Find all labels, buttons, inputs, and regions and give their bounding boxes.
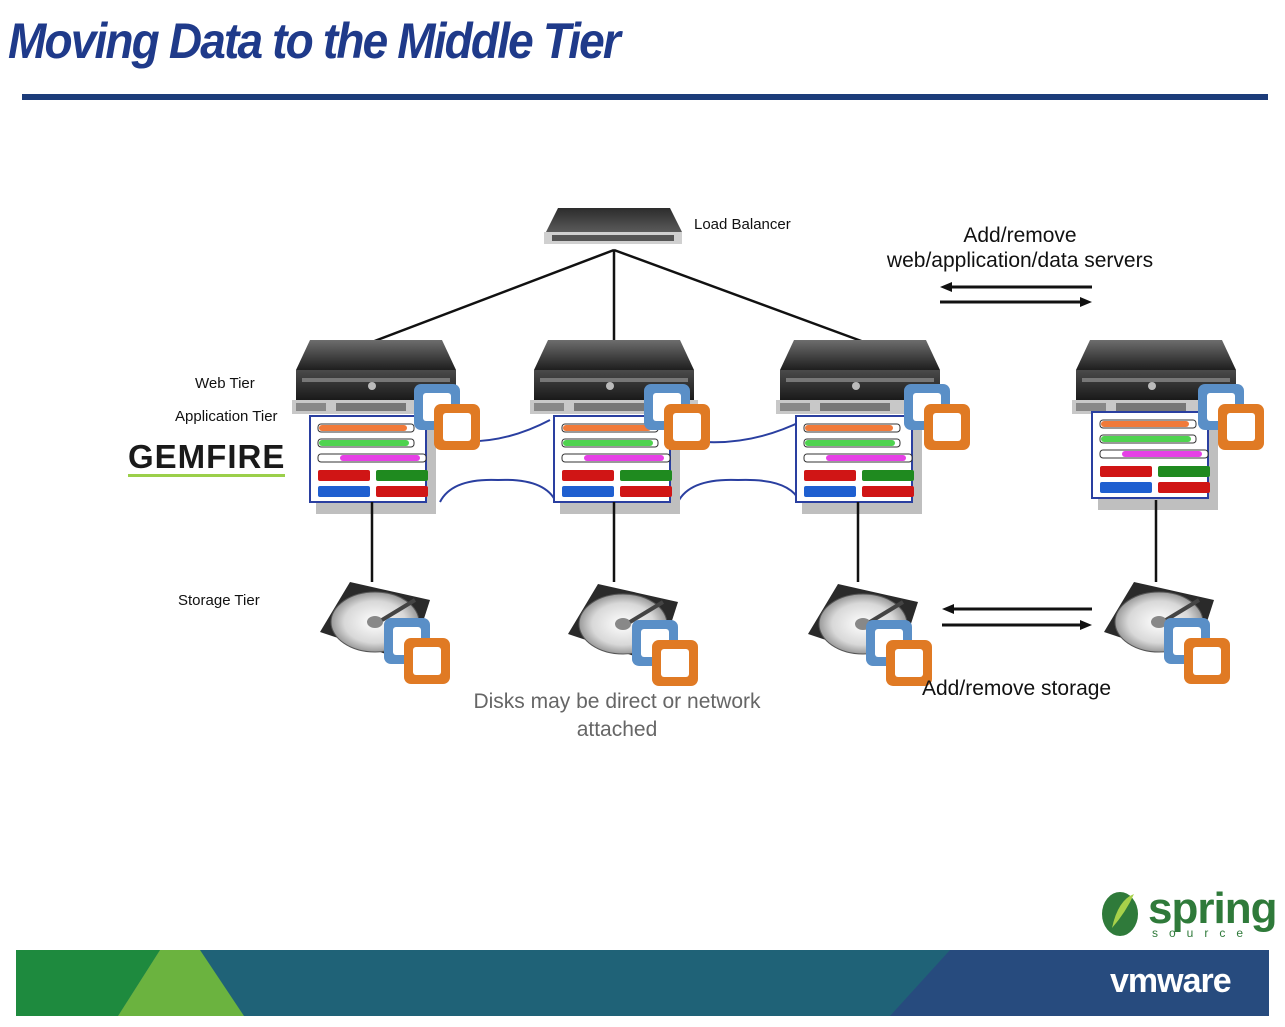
springsource-logo: spring — [1148, 884, 1277, 933]
storage-tier-label: Storage Tier — [178, 592, 260, 609]
add-remove-servers-line1: Add/remove — [963, 224, 1077, 247]
vmware-logo: vmware — [1110, 962, 1232, 1000]
app-cache-panel — [795, 415, 923, 515]
disks-note-line1: Disks may be direct or network — [473, 690, 761, 713]
load-balancer-icon — [544, 208, 682, 244]
footer-band — [16, 950, 1269, 1016]
load-balancer-links — [371, 248, 865, 344]
disks-note: Disks may be direct or network attached — [460, 688, 774, 744]
add-remove-storage-arrows — [942, 604, 1092, 630]
gemfire-logo: GEMFIRE — [128, 438, 286, 477]
app-cache-panel — [309, 415, 437, 515]
load-balancer-label: Load Balancer — [694, 216, 791, 233]
spring-leaf-icon — [1102, 892, 1138, 936]
storage-links — [370, 500, 1158, 582]
vmware-vm-icon — [1164, 618, 1230, 684]
web-tier-label: Web Tier — [195, 375, 255, 392]
title-rule — [22, 94, 1268, 100]
add-remove-storage-label: Add/remove storage — [922, 677, 1112, 700]
application-tier-label: Application Tier — [175, 408, 278, 425]
disks-note-line2: attached — [576, 718, 658, 741]
vmware-vm-icon — [632, 620, 698, 686]
page-title: Moving Data to the Middle Tier — [8, 13, 621, 69]
add-remove-servers-label: Add/remove web/application/data servers — [884, 224, 1156, 273]
app-cache-panel — [553, 415, 681, 515]
add-remove-servers-line2: web/application/data servers — [886, 249, 1154, 272]
vmware-vm-icon — [384, 618, 450, 684]
springsource-sub-logo: source — [1152, 926, 1255, 940]
add-remove-servers-arrows — [940, 282, 1092, 307]
